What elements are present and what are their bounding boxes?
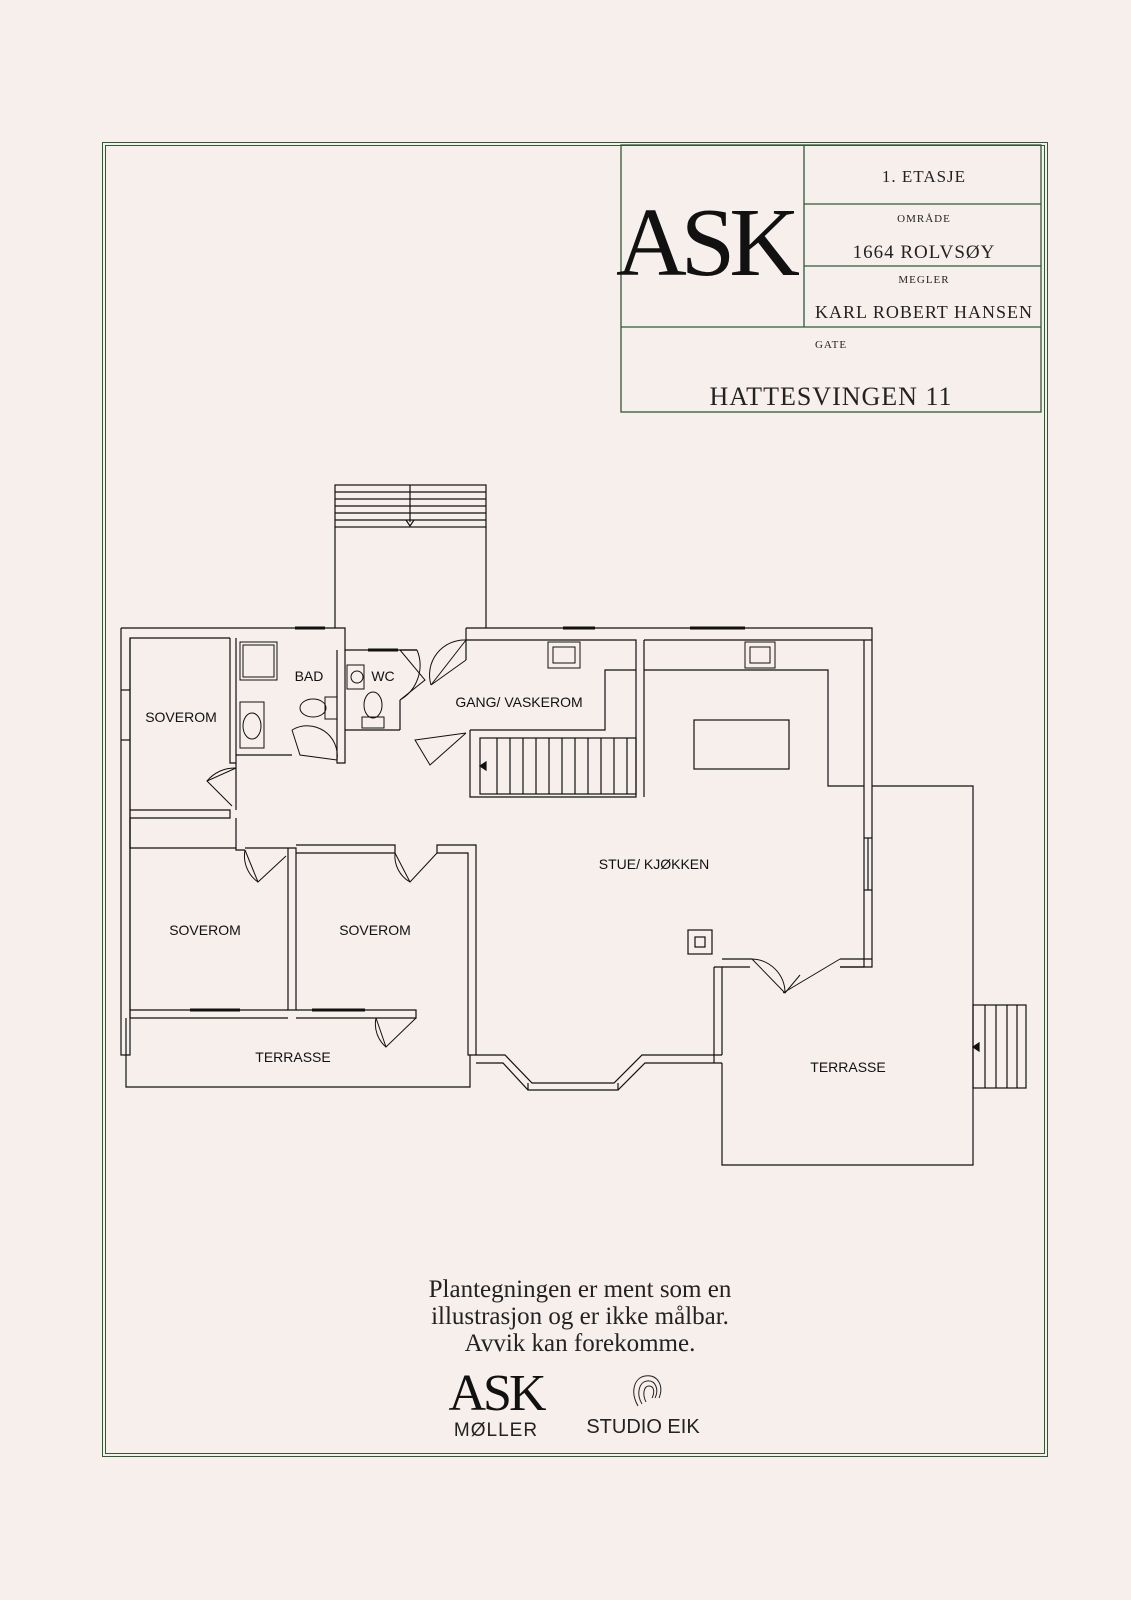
ask-moller-logo: ASK [448,1365,546,1422]
walls [120,484,1027,1166]
page-frame [102,142,1048,1457]
ask-logo: ASK [616,189,805,297]
bathroom-sink [239,701,265,749]
ask-moller-subtext: MØLLER [454,1420,538,1441]
broker-label: MEGLER [898,274,949,286]
disclaimer: Plantegningen er ment som en illustrasjo… [330,1276,830,1357]
doors [206,639,841,1048]
room-label-bad: BAD [295,668,324,684]
studio-eik-logo: STUDIO EIK [586,1416,700,1438]
room-label-terrasse-2: TERRASSE [810,1059,885,1075]
kitchen-sink [744,641,776,669]
broker-value: KARL ROBERT HANSEN [815,302,1033,322]
room-label-gang: GANG/ VASKEROM [455,694,582,710]
disclaimer-line-2: illustrasjon og er ikke målbar. [431,1303,729,1330]
fixtures [239,641,776,749]
studio-eik-icon [633,1375,662,1407]
svg-text:ASK: ASK [616,189,799,297]
room-label-terrasse-1: TERRASSE [255,1049,330,1065]
street-label: GATE [815,339,847,351]
street-value: HATTESVINGEN 11 [710,382,953,411]
shower [239,641,278,681]
disclaimer-line-1: Plantegningen er ment som en [428,1276,732,1303]
disclaimer-line-3: Avvik kan forekomme. [464,1330,696,1357]
room-label-soverom-2: SOVEROM [169,922,241,938]
room-label-soverom-3: SOVEROM [339,922,411,938]
area-label: OMRÅDE [897,213,951,225]
floor-label: 1. ETASJE [882,167,966,186]
room-label-wc: WC [371,668,394,684]
area-value: 1664 ROLVSØY [853,242,996,263]
gang-sink [547,641,581,669]
title-block [620,144,1042,413]
room-label-stue-kjokken: STUE/ KJØKKEN [599,856,709,872]
room-label-soverom-1: SOVEROM [145,709,217,725]
